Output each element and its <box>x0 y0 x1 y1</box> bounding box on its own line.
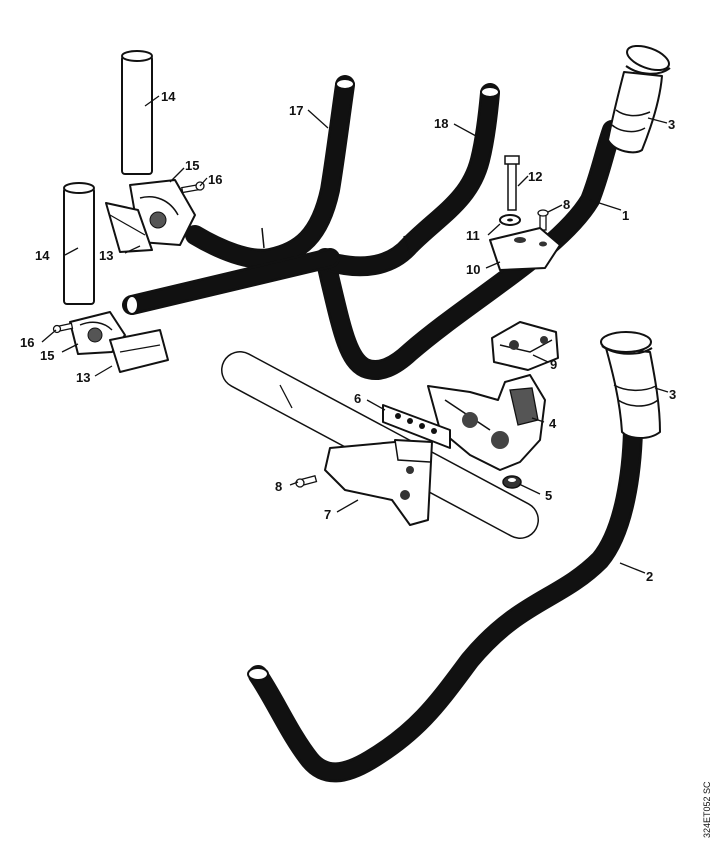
clamp-9 <box>491 321 559 371</box>
callout-9: 9 <box>550 357 557 372</box>
washer-11 <box>499 214 521 226</box>
grip-3-upper <box>607 44 671 154</box>
callout-3-upper: 3 <box>668 117 675 132</box>
callout-15-lower: 15 <box>40 348 54 363</box>
callout-labels: 1 2 3 3 4 5 6 7 8 8 9 10 11 12 13 13 14 … <box>20 89 676 584</box>
callout-13-upper: 13 <box>99 248 113 263</box>
callout-3-lower: 3 <box>669 387 676 402</box>
callout-5: 5 <box>545 488 552 503</box>
clamp-15-upper <box>129 179 196 246</box>
callout-10: 10 <box>466 262 480 277</box>
tube-14-lower <box>63 182 95 305</box>
screw-8-lower <box>295 474 318 488</box>
callout-8-upper: 8 <box>563 197 570 212</box>
clamp-13-lower <box>109 329 169 373</box>
clamp-13-upper <box>105 202 153 253</box>
handlebar-2 <box>247 420 643 783</box>
grip-3-lower <box>600 331 661 439</box>
callout-6: 6 <box>354 391 361 406</box>
callout-16-lower: 16 <box>20 335 34 350</box>
bolt-12 <box>504 155 520 211</box>
bracket-7 <box>324 439 433 526</box>
handlebar-1 <box>314 120 622 380</box>
leader-lines <box>41 95 669 574</box>
callout-13-lower: 13 <box>76 370 90 385</box>
reference-code: 324ET052 SC <box>702 781 712 838</box>
tube-14-upper <box>121 50 153 175</box>
callout-4: 4 <box>549 416 557 431</box>
callout-14-lower: 14 <box>35 248 50 263</box>
drive-shaft-upper <box>122 248 340 315</box>
callout-12: 12 <box>528 169 542 184</box>
callout-7: 7 <box>324 507 331 522</box>
callout-1: 1 <box>622 208 629 223</box>
callout-2: 2 <box>646 569 653 584</box>
callout-14-upper: 14 <box>161 89 176 104</box>
callout-8-lower: 8 <box>275 479 282 494</box>
plate-6 <box>382 404 451 449</box>
callout-16-upper: 16 <box>208 172 222 187</box>
bar-18 <box>320 83 500 277</box>
callout-15-upper: 15 <box>185 158 199 173</box>
nut-5 <box>502 475 522 489</box>
screw-8-upper <box>537 209 549 231</box>
screw-16-upper <box>181 181 205 194</box>
callout-18: 18 <box>434 116 448 131</box>
screw-16-lower <box>52 322 74 334</box>
bar-17 <box>185 75 355 269</box>
clamp-10 <box>489 227 561 271</box>
callout-17: 17 <box>289 103 303 118</box>
callout-11: 11 <box>466 228 480 243</box>
bracket-4 <box>427 374 546 471</box>
